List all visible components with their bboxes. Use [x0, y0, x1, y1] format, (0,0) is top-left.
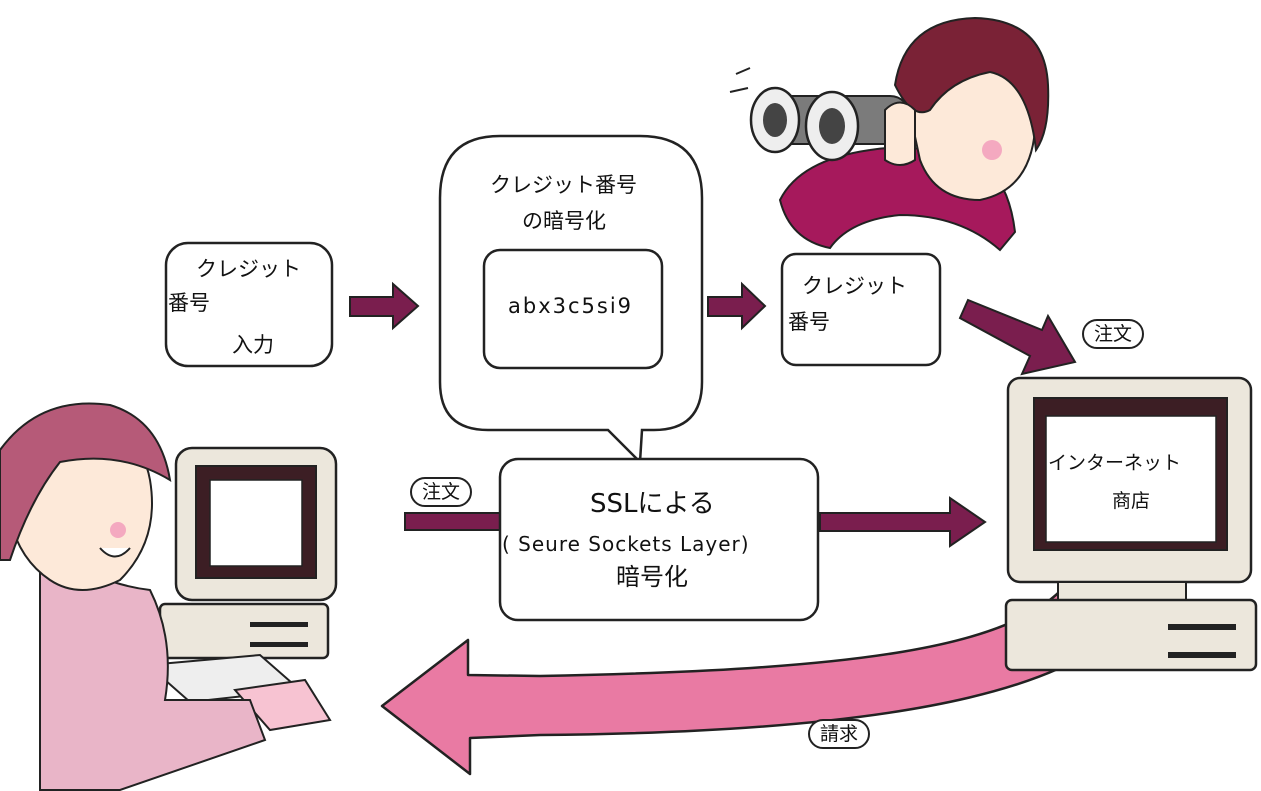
order-label-right: 注文 [1082, 319, 1145, 349]
boy-with-binoculars-icon [729, 16, 1050, 252]
shop-screen-line1: インターネット [1048, 452, 1182, 474]
intercepted-line1: クレジット [802, 274, 907, 298]
ssl-encrypt: 暗号化 [616, 563, 688, 591]
input-box-line1: クレジット [196, 257, 301, 281]
cipher-box [482, 248, 664, 370]
order-label-left: 注文 [410, 477, 473, 507]
billing-label: 請求 [808, 719, 871, 749]
ssl-title: SSLによる [590, 489, 715, 519]
ssl-box [498, 457, 820, 622]
bubble-title-line1: クレジット番号 [490, 173, 637, 197]
shop-screen [1045, 415, 1217, 543]
arrow-bubble-to-card [707, 281, 767, 331]
input-box-line3: 入力 [232, 333, 274, 357]
input-box [164, 241, 334, 368]
cipher-text: abx3c5si9 [508, 294, 634, 318]
shop-computer-icon [1004, 376, 1258, 672]
arrow-ssl-to-shop [819, 496, 987, 548]
ssl-fullname: ( Seure Sockets Layer) [502, 532, 750, 556]
girl-at-computer-icon [0, 402, 338, 791]
arrow-input-to-bubble [349, 281, 420, 331]
intercepted-line2: 番号 [788, 310, 830, 334]
input-box-line2: 番号 [168, 291, 210, 315]
intercepted-card-box [780, 252, 942, 367]
shop-screen-line2: 商店 [1112, 490, 1151, 512]
arrow-card-to-shop [958, 298, 1077, 376]
bubble-title-line2: の暗号化 [522, 209, 606, 233]
